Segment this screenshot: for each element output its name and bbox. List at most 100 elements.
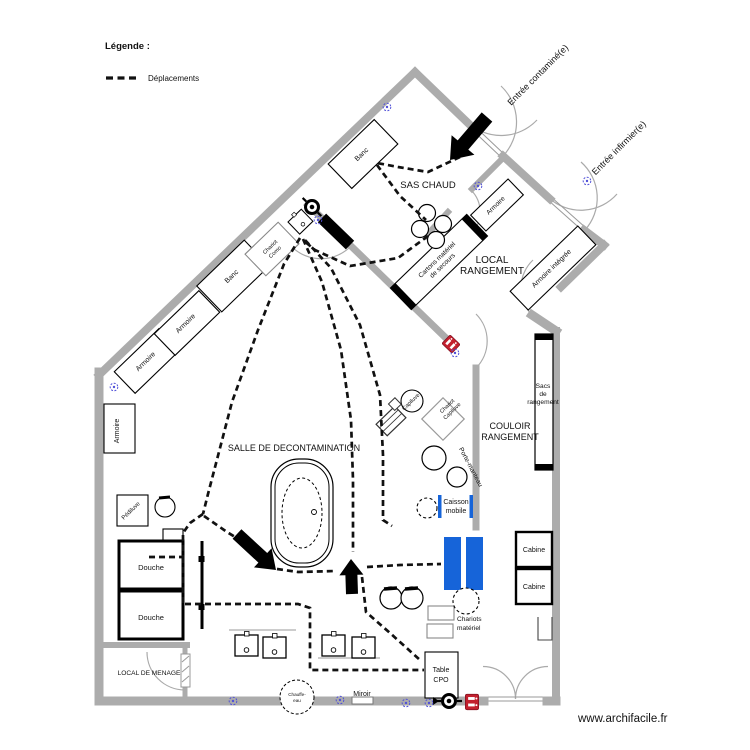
sink bbox=[234, 630, 259, 657]
cabinet-b bbox=[153, 289, 221, 357]
basin-mark bbox=[383, 586, 398, 591]
wall-box bbox=[162, 528, 184, 542]
wall-sas-rangement-sep bbox=[467, 153, 508, 194]
door-arc-exit-left bbox=[482, 665, 517, 700]
material-carts-label: Chariots bbox=[457, 616, 482, 623]
material-cart-1 bbox=[427, 605, 455, 621]
cabin-label: Cabine bbox=[523, 547, 545, 554]
water-heater-label: Chauffe- bbox=[288, 692, 306, 697]
bench-sas bbox=[327, 118, 399, 190]
room-label-local-menage: LOCAL DE MENAGE bbox=[118, 670, 181, 677]
stretcher-blue-1 bbox=[444, 537, 461, 590]
path-to-stretchers bbox=[366, 562, 442, 569]
cabinet-rangement bbox=[469, 178, 525, 232]
mirror bbox=[351, 696, 374, 705]
legend: Légende : Déplacements bbox=[105, 41, 199, 83]
path-sinks-loop bbox=[185, 602, 424, 672]
basin-mark bbox=[404, 586, 419, 591]
water-heater-label: eau bbox=[293, 698, 301, 703]
wall-outer-ne bbox=[497, 150, 556, 205]
legend-item-label: Déplacements bbox=[148, 74, 199, 83]
movement-paths bbox=[146, 155, 461, 672]
fixture-icon bbox=[109, 382, 119, 392]
cabinet-label: Armoire bbox=[114, 419, 121, 444]
bathtub bbox=[270, 458, 334, 568]
storage-bags bbox=[534, 333, 554, 471]
sink bbox=[351, 632, 376, 659]
mobile-box-label: mobile bbox=[446, 508, 467, 515]
path-under-tub bbox=[276, 567, 337, 574]
door-arc-exit-right bbox=[514, 665, 549, 700]
shower-heads bbox=[410, 203, 453, 250]
head-wash-basin bbox=[400, 389, 424, 413]
stretcher-blue-2 bbox=[466, 537, 483, 590]
partition-hinge bbox=[198, 604, 205, 610]
cabin-label: Cabine bbox=[523, 584, 545, 591]
path-to-shower1 bbox=[146, 512, 204, 559]
material-cart-2 bbox=[426, 623, 454, 639]
icons bbox=[109, 102, 592, 711]
door-arc-contaminated-1 bbox=[500, 85, 518, 157]
room-label-salle-decontamination: SALLE DE DECONTAMINATION bbox=[228, 443, 360, 453]
sink bbox=[321, 630, 346, 657]
flow-arrow-down bbox=[232, 529, 276, 570]
door-arc-nurse-2 bbox=[548, 193, 618, 211]
cabinet-left bbox=[103, 403, 136, 454]
furniture bbox=[103, 118, 597, 715]
wall-outer-ne bbox=[578, 224, 610, 251]
path-bench-to-showers bbox=[375, 164, 427, 221]
entry-arrow bbox=[450, 112, 493, 160]
fixture-icon bbox=[582, 176, 592, 186]
room-label-local-rangement: LOCAL bbox=[476, 255, 509, 266]
wall-outer-ne bbox=[409, 66, 474, 129]
cabin-2 bbox=[514, 567, 554, 606]
coat-rack-circle bbox=[421, 445, 447, 471]
basin-circle bbox=[379, 586, 403, 610]
storage-bags-label: Sacs bbox=[536, 383, 551, 390]
door-arc-menage bbox=[146, 651, 186, 691]
mobile-unit-circle bbox=[416, 497, 438, 519]
drain-target-icon bbox=[433, 693, 464, 709]
cart-como bbox=[244, 221, 300, 277]
path-to-tub-left bbox=[201, 237, 302, 515]
shower-label: Douche bbox=[138, 563, 164, 572]
wall-outer-nw-diagonal bbox=[93, 66, 421, 381]
watermark: www.archifacile.fr bbox=[577, 713, 668, 725]
path-entry-to-bench bbox=[376, 155, 461, 174]
cpo-table-label: Table bbox=[433, 667, 450, 674]
water-heater bbox=[279, 679, 315, 715]
wall-rangement-se bbox=[555, 239, 610, 293]
shower-1 bbox=[117, 539, 185, 591]
built-in-cabinet bbox=[509, 225, 597, 311]
material-carts-label: matériel bbox=[457, 625, 481, 632]
path-to-arrow2 bbox=[203, 514, 241, 542]
cabin-1 bbox=[514, 530, 554, 569]
legend-title: Légende : bbox=[105, 41, 150, 52]
wall-bracket bbox=[537, 617, 553, 641]
door-leaf-black bbox=[317, 213, 355, 250]
shower-2 bbox=[117, 589, 185, 641]
cart-capiluve bbox=[420, 396, 466, 442]
path-center-vertical bbox=[301, 238, 355, 552]
basin-circle bbox=[400, 586, 424, 610]
partition-hinge bbox=[198, 556, 205, 562]
door-arc-nurse-1 bbox=[580, 161, 598, 231]
mobile-unit-circle bbox=[452, 587, 480, 615]
cpo-table-label: CPO bbox=[433, 677, 449, 684]
caisson-bar bbox=[469, 495, 473, 518]
stool-mark bbox=[158, 495, 171, 500]
supply-trunk bbox=[389, 213, 489, 311]
stool bbox=[154, 496, 176, 518]
cpo-table bbox=[424, 651, 459, 699]
mirror-label: Miroir bbox=[353, 691, 371, 698]
mobile-box-label: Caisson bbox=[443, 499, 468, 506]
storage-bags-label: de bbox=[539, 391, 547, 398]
caisson-label-bg bbox=[440, 495, 471, 517]
path-showers-to-door bbox=[302, 234, 429, 268]
path-to-cpo-table bbox=[360, 576, 421, 662]
storage-bags-label: rangement bbox=[527, 399, 559, 406]
sink bbox=[262, 632, 287, 659]
room-label-local-rangement: RANGEMENT bbox=[460, 266, 524, 277]
